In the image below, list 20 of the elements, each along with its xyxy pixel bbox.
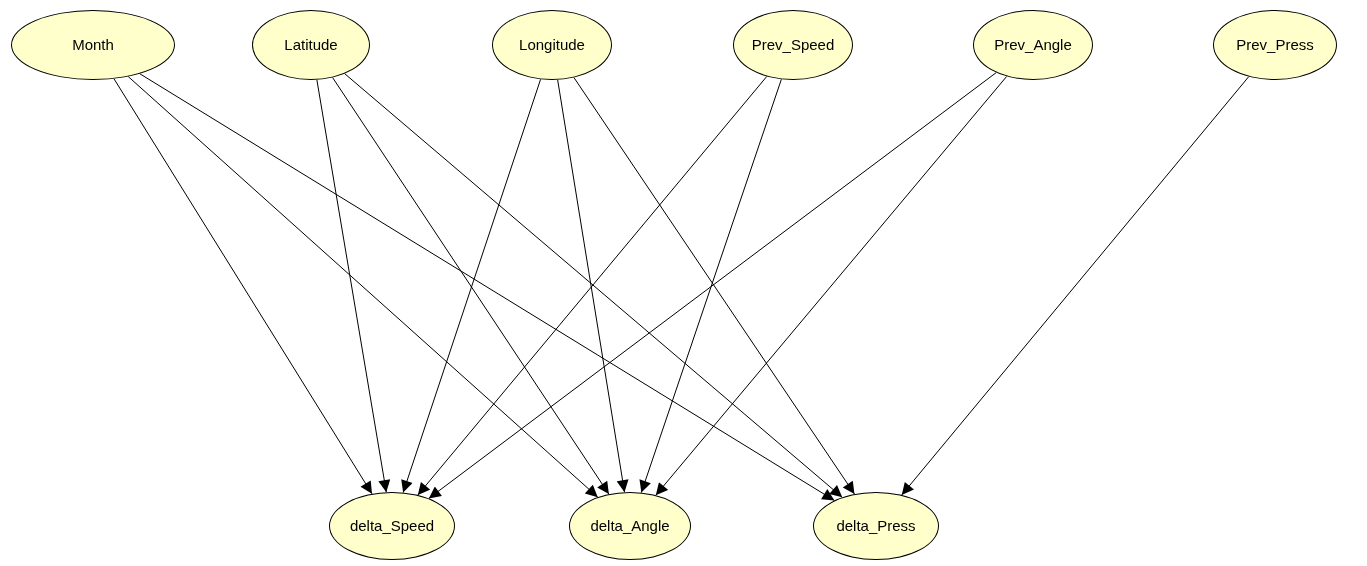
- node-label: delta_Press: [836, 515, 916, 536]
- node-label: Prev_Angle: [994, 34, 1072, 55]
- arrow: [344, 73, 843, 498]
- arrow: [901, 76, 1250, 496]
- node-label: Prev_Press: [1236, 34, 1314, 55]
- arrow: [639, 78, 782, 494]
- node-label: delta_Speed: [349, 515, 435, 536]
- node-label: Latitude: [284, 34, 338, 55]
- arrow: [127, 76, 599, 498]
- arrow: [655, 75, 1008, 496]
- node-label: Prev_Speed: [751, 34, 835, 55]
- node-label: Longitude: [519, 34, 585, 55]
- arrow: [557, 79, 629, 493]
- node-label: Month: [72, 34, 114, 55]
- arrow: [139, 73, 835, 501]
- arrow: [316, 79, 391, 493]
- arrow: [417, 76, 768, 496]
- arrow: [428, 72, 997, 499]
- node-label: delta_Angle: [590, 515, 670, 536]
- arrow: [401, 78, 542, 494]
